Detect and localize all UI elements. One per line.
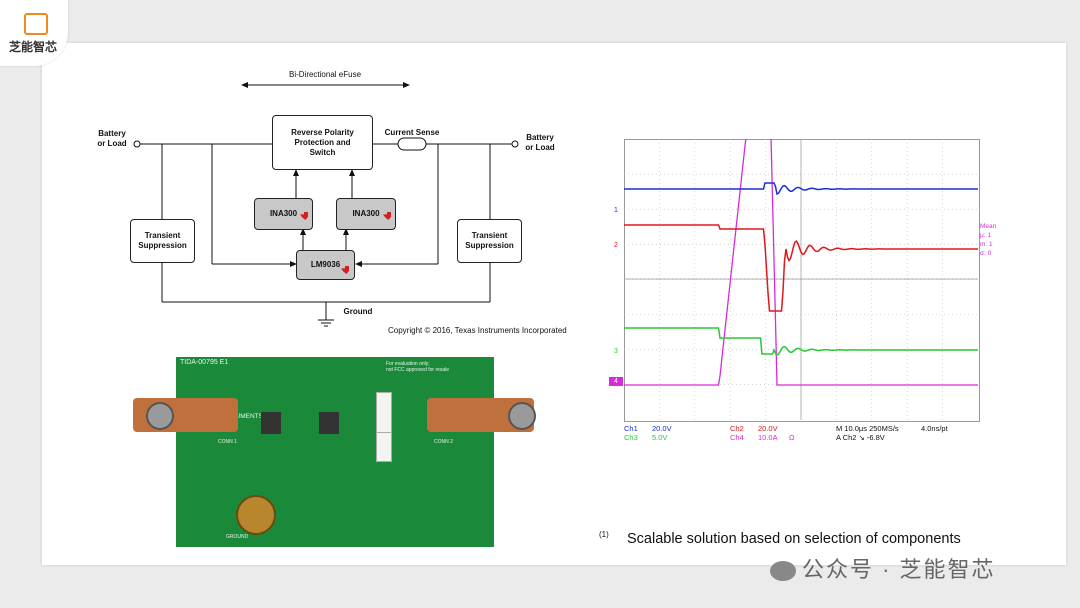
pcb-eval-note: For evaluation only; not FCC approved fo… <box>386 361 450 373</box>
wechat-icon <box>770 561 796 582</box>
ch2-scale: 20.0V <box>758 424 778 433</box>
ch4-label: Ch4 <box>730 433 744 442</box>
lm9036-block: LM9036 <box>296 250 355 280</box>
ch4-trace <box>624 139 978 386</box>
meas-sigma: σ: 0 <box>980 250 992 257</box>
footnote-number: (1) <box>599 530 609 539</box>
ch2-trace <box>624 224 978 312</box>
copyright-text: Copyright © 2016, Texas Instruments Inco… <box>388 326 567 335</box>
logo: 芝能智芯 <box>0 0 68 66</box>
watermark: 公众号 · 芝能智芯 <box>770 552 996 584</box>
chip-icon <box>24 13 48 35</box>
ch4-marker: 4 <box>609 377 623 386</box>
trigger-info: A Ch2 ↘ -6.8V <box>836 433 885 442</box>
ch1-scale: 20.0V <box>652 424 672 433</box>
ground-label: Ground <box>343 307 373 316</box>
ch3-marker: 3 <box>614 348 618 355</box>
ch4-ohm: Ω <box>789 433 795 442</box>
measurement-panel: Mean μ: 1 m: 1 σ: 0 <box>980 222 996 258</box>
transient-suppression-left: Transient Suppression <box>130 219 195 263</box>
diagram-title: Bi-Directional eFuse <box>288 70 362 79</box>
meas-m: m: 1 <box>980 241 993 248</box>
watermark-text: 公众号 · 芝能智芯 <box>802 557 996 582</box>
ch2-label: Ch2 <box>730 424 744 433</box>
pcb-conn1-label: CONN 1 <box>218 439 237 445</box>
pcb-resistor <box>376 392 392 434</box>
ch1-marker: 1 <box>614 207 618 214</box>
oscilloscope-capture <box>624 139 980 422</box>
lm9036-label: LM9036 <box>310 260 341 269</box>
ina300-right-label: INA300 <box>352 209 380 218</box>
ti-logo-icon <box>341 266 349 274</box>
bolt-right <box>508 402 536 430</box>
current-sense-label: Current Sense <box>384 128 440 137</box>
pcb-mosfet <box>319 412 339 434</box>
ina300-left-label: INA300 <box>269 209 298 218</box>
pcb-board-label: TIDA-00795 E1 <box>180 359 229 366</box>
oscilloscope-traces <box>624 139 978 420</box>
pcb-resistor <box>376 432 392 462</box>
logo-text: 芝能智芯 <box>9 40 58 54</box>
ti-logo-icon <box>383 212 391 220</box>
ch2-marker: 2 <box>614 242 618 249</box>
pcb-mosfet <box>261 412 281 434</box>
pcb-ground-label: GROUND <box>226 534 249 540</box>
ch3-scale: 5.0V <box>652 433 668 442</box>
ch1-label: Ch1 <box>624 424 638 433</box>
ch1-trace <box>624 182 978 196</box>
meas-mu: μ: 1 <box>980 232 991 239</box>
footnote-text: Scalable solution based on selection of … <box>627 531 961 547</box>
ina300-right-block: INA300 <box>336 198 396 230</box>
reverse-polarity-block: Reverse Polarity Protection and Switch <box>272 115 373 170</box>
ina300-left-block: INA300 <box>254 198 313 230</box>
ch3-trace <box>624 327 978 356</box>
left-terminal-label: Battery or Load <box>97 129 127 148</box>
pcb-photo: TIDA-00795 E1 TEXAS INSTRUMENTS For eval… <box>176 357 494 547</box>
ch3-label: Ch3 <box>624 433 638 442</box>
meas-label: Mean <box>980 223 997 230</box>
ch4-scale: 10.0A <box>758 433 778 442</box>
pcb-conn2-label: CONN 2 <box>434 439 453 445</box>
pcb-ground-post <box>236 495 276 535</box>
transient-suppression-right: Transient Suppression <box>457 219 522 263</box>
ti-logo-icon <box>300 212 308 220</box>
points-rate: 4.0ns/pt <box>921 424 948 433</box>
timebase: M 10.0μs 250MS/s <box>836 424 899 433</box>
bolt-left <box>146 402 174 430</box>
right-terminal-label: Battery or Load <box>525 133 555 152</box>
